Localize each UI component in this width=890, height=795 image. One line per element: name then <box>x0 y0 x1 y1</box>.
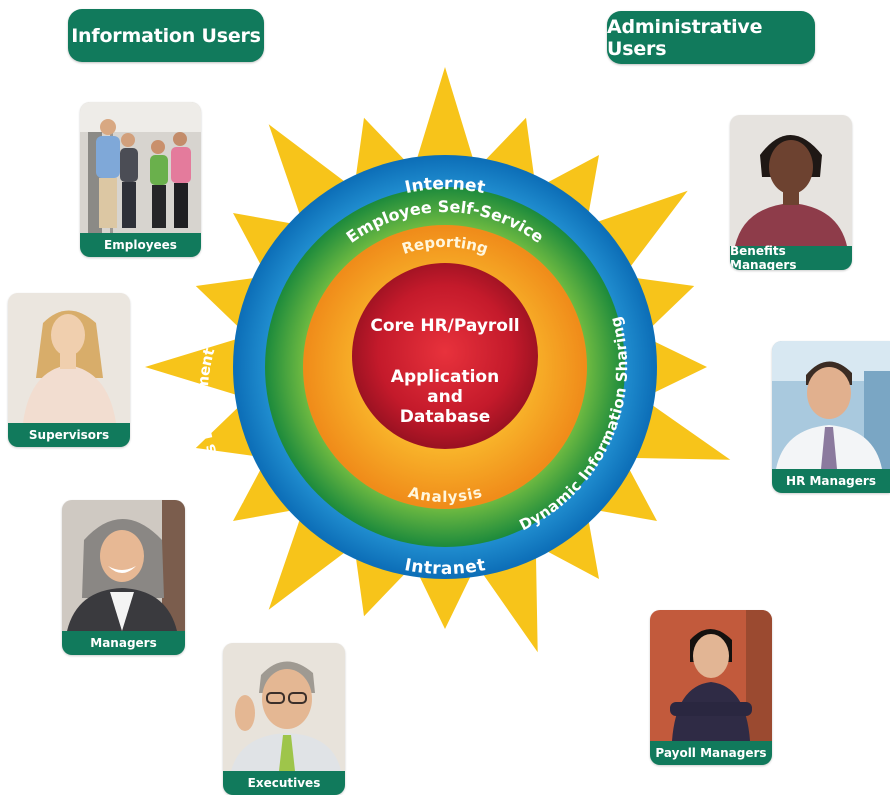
benefits-managers-card: Benefits Managers <box>730 115 852 270</box>
payoll-managers-card: Payoll Managers <box>650 610 772 765</box>
executives-label: Executives <box>223 771 345 795</box>
hr-managers-photo <box>772 341 890 469</box>
payoll-managers-photo <box>650 610 772 741</box>
hr-managers-label: HR Managers <box>772 469 890 493</box>
core-line-application: Application <box>391 367 499 387</box>
employees-photo <box>80 102 201 233</box>
managers-card: Managers <box>62 500 185 655</box>
supervisors-card: Supervisors <box>8 293 130 447</box>
managers-label: Managers <box>62 631 185 655</box>
analysis-label: Analysis <box>406 483 483 506</box>
core-circle <box>352 263 538 449</box>
employees-label: Employees <box>80 233 201 257</box>
executives-photo <box>223 643 345 771</box>
payoll-managers-label: Payoll Managers <box>650 741 772 765</box>
intranet-label: Intranet <box>403 555 487 579</box>
core-title: Core HR/Payroll <box>370 316 519 336</box>
hr-managers-card: HR Managers <box>772 341 890 493</box>
supervisors-label: Supervisors <box>8 423 130 447</box>
managers-photo <box>62 500 185 631</box>
supervisors-photo <box>8 293 130 423</box>
information-users-header: Information Users <box>68 9 264 62</box>
core-line-and: and <box>427 387 463 407</box>
benefits-managers-label: Benefits Managers <box>730 244 852 270</box>
employees-card: Employees <box>80 102 201 257</box>
core-line-database: Database <box>400 407 490 427</box>
benefits-managers-photo <box>730 115 852 246</box>
administrative-users-header: Administrative Users <box>607 11 815 64</box>
executives-card: Executives <box>223 643 345 795</box>
